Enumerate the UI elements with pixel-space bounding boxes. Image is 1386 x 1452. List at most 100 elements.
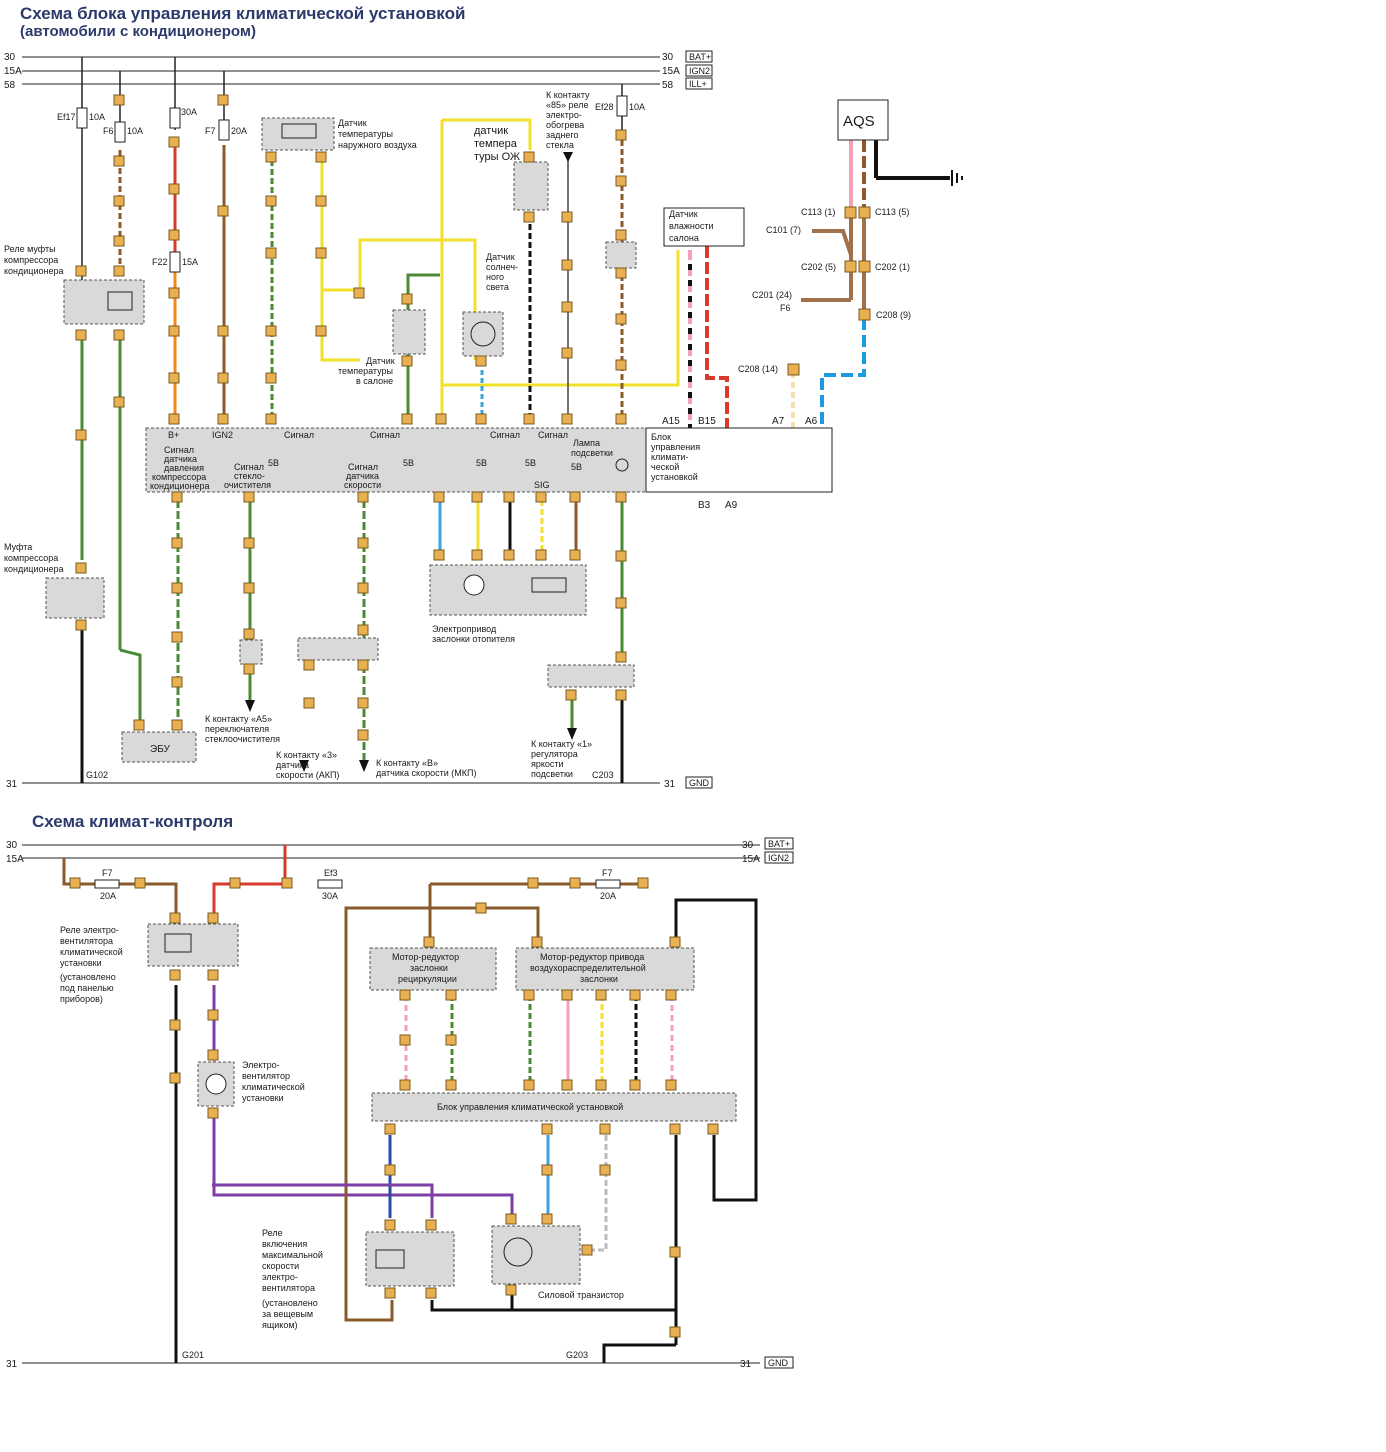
title-bottom: Схема климат-контроля xyxy=(32,812,234,831)
fuse-ef17 xyxy=(76,107,88,129)
aqs-c202-5: C202 (5) xyxy=(801,262,836,272)
fan-relay-l2: вентилятора xyxy=(60,936,113,946)
ctrl-l2: управления xyxy=(651,442,700,452)
top-boxes xyxy=(45,95,889,763)
b-ef3: Ef3 xyxy=(324,868,338,878)
rear-l5: заднего xyxy=(546,130,578,140)
ctrl-press-l1: Сигнал xyxy=(164,445,194,455)
to-b-l2: датчика скорости (МКП) xyxy=(376,768,476,778)
ground-g203: G203 xyxy=(566,1350,588,1360)
fuse-ef28 xyxy=(616,95,628,117)
ctrl-lamp2: подсветки xyxy=(571,448,613,458)
cabin-l2: температуры xyxy=(338,366,393,376)
transistor-box xyxy=(491,1225,581,1285)
to-3-l1: К контакту «3» xyxy=(276,750,337,760)
fuse-ef3 xyxy=(317,879,343,889)
max-relay-l8: за вещевым xyxy=(262,1309,313,1319)
tag-ill-box xyxy=(685,77,713,90)
b-f7b: F7 xyxy=(602,868,613,878)
ctrl-speed-l2: датчика xyxy=(346,471,379,481)
aqs-c208-14: C208 (14) xyxy=(738,364,778,374)
recirc-l1: Мотор-редуктор xyxy=(392,952,459,962)
label-f7: F7 xyxy=(205,126,216,136)
ctrl-press-l4: компрессора xyxy=(152,472,206,482)
relay-clutch-box xyxy=(63,279,145,325)
rail-group-top xyxy=(22,56,660,784)
fuse-bf7a xyxy=(94,879,120,889)
pin-a7: A7 xyxy=(772,416,785,427)
heater-l1: Электропривод xyxy=(432,624,497,634)
to-a5-l2: переключателя xyxy=(205,724,269,734)
ctrl-press-l5: кондиционера xyxy=(150,481,209,491)
label-ef28-amp: 10A xyxy=(629,102,645,112)
top-text: Ef17 10A F6 10A 30A F22 15A F7 20A Ef28 … xyxy=(4,90,911,780)
ctrl-speed-l1: Сигнал xyxy=(348,462,378,472)
gnd-left-31: 31 xyxy=(6,779,18,790)
clutch-box xyxy=(45,577,105,619)
distrib-l3: заслонки xyxy=(580,974,618,984)
ctrl-signal-3: Сигнал xyxy=(490,430,520,440)
s203-box xyxy=(547,664,635,688)
rear-l2: «85» реле xyxy=(546,100,589,110)
fan-relay-l3: климатической xyxy=(60,947,123,957)
control-unit-ext-box xyxy=(645,427,833,493)
fan-l3: климатической xyxy=(242,1082,305,1092)
ctrl-signal-4: Сигнал xyxy=(538,430,568,440)
recirc-l2: заслонки xyxy=(410,963,448,973)
fan-relay-box xyxy=(147,923,239,967)
max-relay-l2: включения xyxy=(262,1239,307,1249)
ctrl-l5: установкой xyxy=(651,472,698,482)
fuse-f6 xyxy=(114,121,126,143)
fuse-c105 xyxy=(169,107,181,129)
clutch-l2: компрессора xyxy=(4,553,58,563)
tag-gnd: GND xyxy=(689,778,710,788)
humidity-l2: влажности xyxy=(669,221,713,231)
heater-l2: заслонки отопителя xyxy=(432,634,515,644)
humidity-l1: Датчик xyxy=(669,209,698,219)
btag-gnd-box xyxy=(764,1356,794,1369)
block-box xyxy=(371,1092,737,1122)
clutch-l1: Муфта xyxy=(4,542,32,552)
ctrl-l3: климати- xyxy=(651,452,688,462)
aqs-c202-1: C202 (1) xyxy=(875,262,910,272)
to-1-l4: подсветки xyxy=(531,769,573,779)
coolant-l1: датчик xyxy=(474,125,508,137)
distrib-box xyxy=(515,947,695,991)
btag-gnd: GND xyxy=(768,1358,789,1368)
rear-l1: К контакту xyxy=(546,90,590,100)
ctrl-5v-3: 5B xyxy=(476,458,487,468)
to-1-l3: яркости xyxy=(531,759,564,769)
brail-left-30: 30 xyxy=(6,840,18,851)
fan-l1: Электро- xyxy=(242,1060,280,1070)
ctrl-l4: ческой xyxy=(651,462,679,472)
label-ef17-amp: 10A xyxy=(89,112,105,122)
pin-b15: B15 xyxy=(698,416,716,427)
b-f7b-amp: 20A xyxy=(600,891,616,901)
cabin-sensor-box xyxy=(392,309,426,355)
pin-a15: A15 xyxy=(662,416,680,427)
ctrl-signal-1: Сигнал xyxy=(284,430,314,440)
gnd-right-31: 31 xyxy=(664,779,676,790)
sun-l2: солнеч- xyxy=(486,262,518,272)
bgnd-left-31: 31 xyxy=(6,1359,18,1370)
ctrl-l1: Блок xyxy=(651,432,671,442)
humidity-sensor-box xyxy=(663,207,745,247)
coolant-l2: темпера xyxy=(474,138,518,150)
aqs-c113-1: C113 (1) xyxy=(801,207,835,217)
label-c105-amp: 30A xyxy=(181,107,197,117)
fan-relay-l5: (установлено xyxy=(60,972,116,982)
label-f6-amp: 10A xyxy=(127,126,143,136)
ctrl-5v-1: 5B xyxy=(268,458,279,468)
ground-g102: G102 xyxy=(86,770,108,780)
top-connectors xyxy=(75,94,871,741)
fan-relay-l1: Реле электро- xyxy=(60,925,119,935)
pin-a9: A9 xyxy=(725,500,738,511)
b-ef3-amp: 30A xyxy=(322,891,338,901)
fan-relay-l7: приборов) xyxy=(60,994,103,1004)
tag-bat-box xyxy=(685,50,713,63)
relay-clutch-l3: кондиционера xyxy=(4,266,63,276)
to-3-l2: датчика xyxy=(276,760,309,770)
rail-left-15a: 15A xyxy=(4,66,22,77)
b-f7-amp: 20A xyxy=(100,891,116,901)
